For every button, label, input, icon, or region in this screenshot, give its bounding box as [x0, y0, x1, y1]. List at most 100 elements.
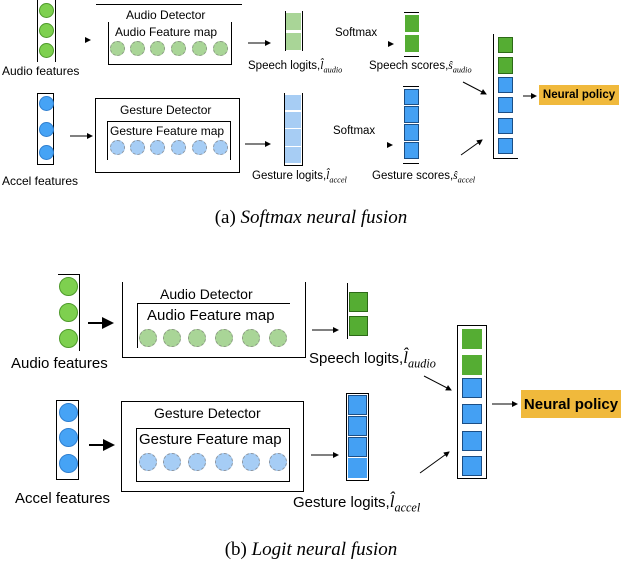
fused-cell-audio — [498, 37, 513, 53]
speech-logits-vector — [347, 283, 369, 339]
caption-a: (a) Softmax neural fusion — [214, 207, 408, 228]
accel-feature-node — [39, 122, 54, 137]
accel-features-label: Accel features — [2, 174, 79, 188]
gesture-feature-map-label: Gesture Feature map — [110, 124, 225, 138]
speech-logit-cell — [286, 33, 301, 50]
arrow-gesture-scores-to-fused — [460, 139, 483, 156]
speech-score-cell — [405, 35, 419, 52]
audio-detector-box — [122, 282, 306, 358]
fused-cell-audio — [462, 355, 482, 375]
fused-cell-accel — [462, 456, 482, 476]
gesture-scores-vector — [403, 86, 419, 164]
s-hat-symbol: ŝaudio — [448, 60, 472, 75]
audio-feature-map-label: Audio Feature map — [147, 307, 275, 324]
gesture-feature-map-node — [213, 140, 228, 155]
fused-vector — [457, 325, 487, 479]
gesture-detector-box — [95, 98, 240, 173]
gesture-feature-map-box — [136, 428, 290, 482]
speech-logits-label: Speech logits,l̂audio — [309, 348, 436, 371]
gesture-detector-box — [121, 401, 304, 492]
arrow-speech-logits-to-fused — [423, 375, 452, 391]
audio-detector-label: Audio Detector — [160, 286, 253, 302]
softmax-label-bottom: Softmax — [333, 125, 376, 137]
gesture-logit-cell — [285, 95, 301, 110]
accel-features-vector — [56, 400, 79, 480]
fused-cell-accel — [462, 378, 482, 398]
fused-cell-accel — [462, 431, 482, 451]
speech-score-cell — [405, 15, 419, 32]
gesture-logit-cell — [348, 395, 367, 415]
gesture-feature-map-node — [215, 453, 233, 471]
s-hat-symbol: ŝaccel — [453, 170, 476, 185]
audio-feature-map-node — [188, 329, 206, 347]
gesture-logit-cell — [348, 416, 367, 436]
audio-feature-map-node — [171, 41, 186, 56]
speech-logit-cell — [349, 316, 368, 336]
audio-detector-box — [96, 4, 242, 5]
audio-feature-map-node — [110, 41, 125, 56]
gesture-detector-label: Gesture Detector — [120, 103, 212, 117]
gesture-logits-label: Gesture logits,l̂accel — [293, 492, 421, 515]
gesture-feature-map-node — [150, 140, 165, 155]
speech-scores-vector — [404, 12, 419, 57]
gesture-feature-map-node — [242, 453, 260, 471]
gesture-feature-map-label: Gesture Feature map — [139, 431, 282, 448]
accel-feature-node — [39, 96, 54, 111]
audio-feature-map-node — [130, 41, 145, 56]
accel-feature-node — [39, 145, 54, 160]
gesture-score-cell — [404, 89, 419, 105]
gesture-logit-cell — [348, 458, 367, 478]
audio-feature-node — [39, 23, 54, 38]
audio-feature-node — [39, 43, 54, 58]
audio-feature-map-node — [213, 41, 228, 56]
caption-b: (b) Logit neural fusion — [224, 539, 398, 560]
l-hat-symbol: l̂accel — [326, 170, 347, 185]
fused-cell-accel — [498, 77, 513, 93]
gesture-feature-map-node — [171, 140, 186, 155]
gesture-feature-map-node — [139, 453, 157, 471]
gesture-feature-map-node — [192, 140, 207, 155]
accel-feature-node — [59, 454, 78, 473]
audio-feature-node — [59, 303, 78, 322]
accel-feature-node — [59, 428, 78, 447]
gesture-score-cell — [404, 124, 419, 141]
audio-feature-map-node — [242, 329, 260, 347]
gesture-detector-label: Gesture Detector — [154, 405, 261, 421]
fused-vector — [493, 34, 518, 159]
audio-feature-map-node — [269, 329, 287, 347]
fused-cell-accel — [498, 97, 513, 113]
gesture-scores-label: Gesture scores,ŝaccel — [372, 170, 476, 185]
speech-logit-cell — [349, 292, 368, 312]
audio-feature-map-box — [137, 303, 290, 348]
audio-detector-label: Audio Detector — [126, 8, 206, 22]
speech-scores-label: Speech scores,ŝaudio — [369, 60, 472, 75]
fused-cell-accel — [498, 138, 513, 154]
gesture-feature-map-node — [269, 453, 287, 471]
l-hat-symbol: l̂audio — [403, 348, 436, 371]
audio-feature-node — [59, 277, 78, 296]
softmax-label-top: Softmax — [335, 27, 378, 39]
fused-cell-audio — [462, 329, 482, 349]
gesture-logits-label: Gesture logits,l̂accel — [252, 170, 347, 185]
gesture-logits-vector — [346, 393, 369, 481]
speech-logits-vector — [285, 11, 303, 51]
neural-policy-box: Neural policy — [521, 390, 621, 418]
audio-feature-map-node — [215, 329, 233, 347]
audio-feature-map-node — [139, 329, 157, 347]
accel-feature-node — [59, 403, 78, 422]
audio-features-vector — [37, 0, 56, 62]
gesture-score-cell — [404, 106, 419, 123]
audio-feature-map-node — [192, 41, 207, 56]
audio-feature-map-label: Audio Feature map — [115, 25, 218, 39]
gesture-feature-map-node — [130, 140, 145, 155]
fused-cell-audio — [498, 57, 513, 74]
gesture-feature-map-node — [188, 453, 206, 471]
l-hat-symbol: l̂accel — [389, 492, 421, 515]
fused-cell-accel — [498, 118, 513, 134]
gesture-logit-cell — [348, 437, 367, 457]
gesture-logit-cell — [285, 112, 301, 128]
audio-feature-node — [39, 3, 54, 18]
audio-feature-map-box — [108, 22, 232, 65]
audio-feature-map-node — [150, 41, 165, 56]
